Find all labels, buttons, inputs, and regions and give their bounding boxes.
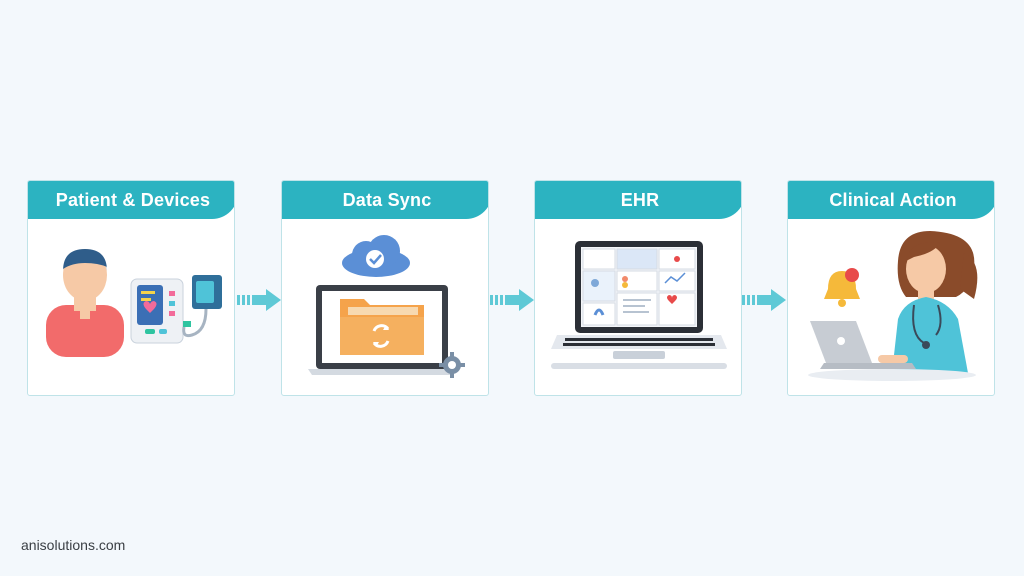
step-title: Data Sync [282, 181, 488, 219]
step-title: Clinical Action [788, 181, 994, 219]
step-card-patient-devices: Patient & Devices [27, 180, 235, 396]
nurse-icon [892, 231, 978, 373]
clinical-action-illustration [808, 231, 978, 381]
patient-devices-illustration [46, 249, 222, 357]
gear-icon [439, 352, 465, 378]
footer-site-link[interactable]: anisolutions.com [21, 537, 126, 553]
ehr-illustration [551, 241, 727, 369]
step-card-data-sync: Data Sync [281, 180, 489, 396]
laptop-icon [808, 321, 976, 381]
folder-sync-icon [340, 299, 424, 355]
step-title: EHR [535, 181, 741, 219]
flow-arrow [742, 289, 786, 311]
step-title: Patient & Devices [28, 181, 234, 219]
flow-arrow [237, 289, 281, 311]
cloud-check-icon [342, 235, 410, 277]
flow-arrow [490, 289, 534, 311]
notification-bell-icon [824, 268, 860, 307]
step-card-ehr: EHR [534, 180, 742, 396]
computer-monitor-icon [575, 241, 703, 333]
step-card-clinical-action: Clinical Action [787, 180, 995, 396]
blood-pressure-monitor-icon [130, 278, 184, 344]
data-sync-illustration [308, 235, 465, 378]
patient-icon [46, 249, 124, 357]
keyboard-icon [551, 335, 727, 369]
cuff-device-icon [182, 275, 222, 338]
